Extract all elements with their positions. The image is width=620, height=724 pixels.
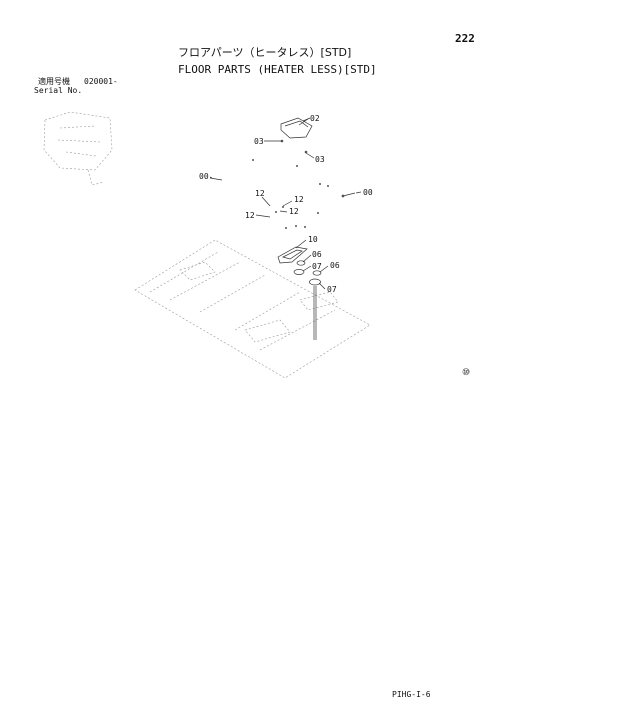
part-gasket	[277, 246, 308, 264]
callout-12: 12	[294, 195, 304, 204]
part-cap-and-shaft	[293, 260, 322, 340]
page-number: 222	[455, 32, 475, 45]
leader-lines	[209, 118, 362, 290]
callout-07: 07	[312, 262, 322, 271]
page-title-english: FLOOR PARTS (HEATER LESS)[STD]	[178, 63, 377, 76]
small-fasteners	[209, 139, 356, 229]
serial-number-value: 020001-	[84, 77, 118, 86]
part-bracket	[280, 117, 313, 139]
floor-plate	[134, 239, 371, 379]
callout-12: 12	[289, 207, 299, 216]
circle-mark: ⑩	[462, 368, 470, 378]
callout-10: 10	[308, 235, 318, 244]
page-title-japanese: フロアパーツ（ヒータレス）[STD]	[178, 46, 352, 59]
callout-07: 07	[327, 285, 337, 294]
callout-12: 12	[245, 211, 255, 220]
callout-00: 00	[363, 188, 373, 197]
machine-thumbnail	[43, 111, 113, 186]
callout-12: 12	[255, 189, 265, 198]
sheet-code: PIHG-I-6	[392, 690, 431, 699]
callout-06: 06	[312, 250, 322, 259]
callout-00: 00	[199, 172, 209, 181]
callout-06: 06	[330, 261, 340, 270]
serial-label-english: Serial No.	[34, 86, 83, 95]
callout-03: 03	[254, 137, 264, 146]
callout-labels: 02 03 03 00 00 12 12 12 12 10 06 07 06 0…	[199, 114, 373, 294]
serial-label-japanese: 適用号機	[38, 77, 70, 86]
callout-02: 02	[310, 114, 320, 123]
callout-03: 03	[315, 155, 325, 164]
